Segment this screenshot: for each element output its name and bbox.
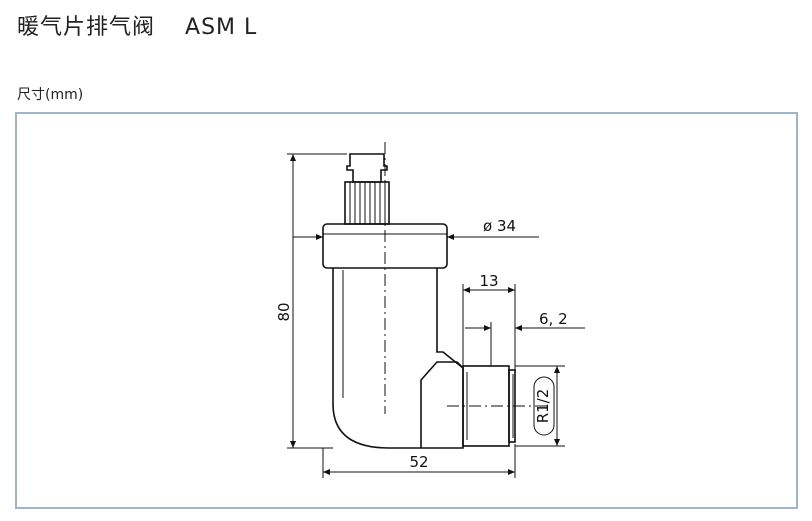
dimensions-unit-label: 尺寸(mm)	[17, 87, 84, 103]
product-name: 暖气片排气阀	[17, 15, 156, 40]
knurled-knob	[344, 181, 390, 225]
dim-diameter: ø 34	[483, 217, 516, 235]
dimension-lines	[287, 153, 585, 478]
dim-length: 52	[409, 453, 428, 471]
valve-outline	[322, 153, 516, 449]
valve-body	[332, 268, 464, 449]
product-model: ASM L	[185, 15, 258, 40]
dim-offset: 13	[479, 272, 498, 290]
elbow-fitting	[420, 361, 464, 448]
thread-label-box	[533, 376, 555, 436]
knurl-lines	[349, 182, 386, 224]
technical-drawing: 80 ø 34 13 6, 2 52 R1/2	[275, 142, 585, 478]
valve-cap	[346, 153, 388, 183]
dim-thread: R1/2	[534, 389, 552, 424]
dim-height: 80	[275, 302, 293, 321]
dim-thread-length: 6, 2	[539, 310, 568, 328]
drawing-frame: 80 ø 34 13 6, 2 52 R1/2	[15, 112, 798, 509]
center-lines	[384, 142, 547, 414]
page-title: 暖气片排气阀 ASM L	[17, 9, 257, 41]
